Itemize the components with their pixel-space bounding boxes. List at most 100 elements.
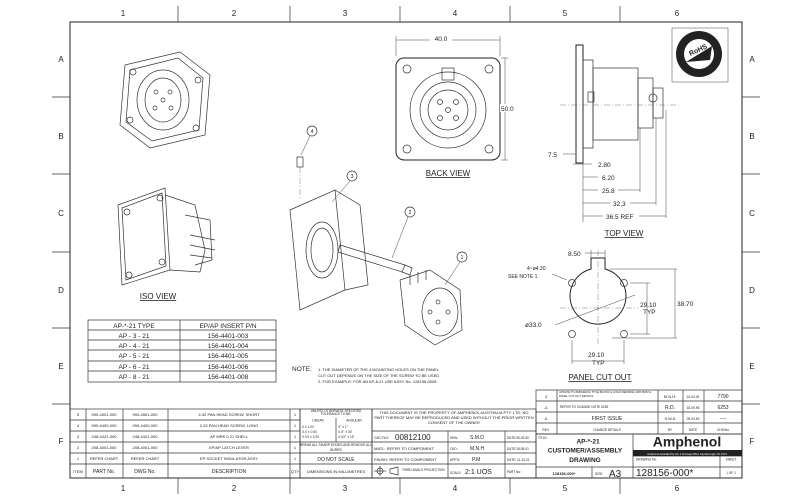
- svg-text:AP MRK II 21 SHELL: AP MRK II 21 SHELL: [210, 434, 249, 439]
- svg-text:SCALE:: SCALE:: [450, 471, 461, 475]
- ownership-notice: THIS DOCUMENT IS THE PROPERTY OF AMPHENO…: [374, 410, 534, 425]
- tolerance-title: UNLESS OTHERWISE SPECIFIED TOLERANCE TO …: [310, 409, 362, 417]
- svg-text:EP/AP INSERT P/N: EP/AP INSERT P/N: [199, 323, 256, 330]
- svg-text:32.3: 32.3: [613, 201, 626, 208]
- svg-text:ø33.0: ø33.0: [525, 322, 542, 329]
- tolerance-block: UNLESS OTHERWISE SPECIFIED TOLERANCE TO …: [299, 408, 373, 479]
- svg-text:990-4400-000: 990-4400-000: [92, 423, 118, 428]
- svg-text:EP/AP LATCH LEVER: EP/AP LATCH LEVER: [209, 445, 249, 450]
- svg-text:36.5 REF: 36.5 REF: [606, 214, 633, 221]
- svg-text:X.XX° ± 15': X.XX° ± 15': [338, 435, 355, 439]
- svg-text:SEE NOTE 1: SEE NOTE 1: [508, 274, 538, 280]
- svg-text:DATE:05-03-90: DATE:05-03-90: [507, 436, 529, 440]
- svg-text:2: 2: [232, 484, 237, 493]
- svg-text:248-4421-000: 248-4421-000: [133, 434, 159, 439]
- svg-text:DRAWING: DRAWING: [569, 457, 600, 464]
- svg-text:156-4401-003: 156-4401-003: [208, 333, 249, 340]
- svg-text:TYP: TYP: [643, 309, 656, 316]
- revision-table: 3 UPDATE TO AMPHENOL TITLE BLOCK & LOGO …: [535, 389, 743, 435]
- svg-text:D: D: [749, 286, 755, 295]
- svg-text:2. FOR EXAMPLE: FOR AN AP-8-21: 2. FOR EXAMPLE: FOR AN AP-8-21 USE ASSY …: [318, 379, 437, 384]
- svg-text:REFER TO CHANGE NOTE 6253: REFER TO CHANGE NOTE 6253: [560, 405, 608, 409]
- svg-text:E: E: [749, 362, 754, 371]
- svg-text:REV.: REV.: [542, 428, 549, 432]
- svg-text:208-4001-000: 208-4001-000: [133, 445, 159, 450]
- svg-text:SHEET: SHEET: [726, 458, 737, 462]
- svg-text:S.M.D: S.M.D: [664, 416, 675, 421]
- iso-view-label: ISO VIEW: [140, 292, 177, 301]
- svg-text:7790: 7790: [717, 394, 728, 400]
- svg-text:TYP: TYP: [592, 360, 605, 367]
- svg-text:CUSTOMER/ASSEMBLY: CUSTOMER/ASSEMBLY: [548, 448, 623, 455]
- svg-text:2: 2: [77, 445, 80, 450]
- svg-text:5: 5: [563, 9, 568, 18]
- svg-text:X.X° ± 30': X.X° ± 30': [338, 430, 352, 434]
- svg-text:3: 3: [77, 434, 80, 439]
- svg-text:1: 1: [461, 255, 464, 261]
- svg-text:1: 1: [294, 423, 297, 428]
- svg-text:3: 3: [343, 9, 348, 18]
- svg-text:X° ± 1°: X° ± 1°: [338, 425, 349, 429]
- svg-text:5: 5: [77, 412, 80, 417]
- svg-text:DATE: 11-10-01: DATE: 11-10-01: [507, 458, 530, 462]
- svg-text:990-4501-000: 990-4501-000: [92, 412, 118, 417]
- svg-text:X.X ± 0.50: X.X ± 0.50: [302, 430, 317, 434]
- svg-text:FINISH: REFER TO COMPONENT: FINISH: REFER TO COMPONENT: [374, 457, 437, 462]
- svg-text:F: F: [59, 437, 64, 446]
- svg-text:1: 1: [121, 9, 126, 18]
- svg-text:NOTE:: NOTE:: [292, 366, 312, 373]
- svg-text:PART No.: PART No.: [93, 469, 115, 475]
- svg-text:B: B: [58, 132, 63, 141]
- svg-text:APP'D:: APP'D:: [450, 458, 460, 462]
- svg-text:6: 6: [675, 484, 680, 493]
- svg-text:2: 2: [232, 9, 237, 18]
- svg-text:4: 4: [77, 423, 80, 428]
- svg-text:REFER CHART: REFER CHART: [90, 456, 119, 461]
- svg-text:C: C: [58, 209, 64, 218]
- svg-text:2-32 PAN HEAD SCREW, LONG: 2-32 PAN HEAD SCREW, LONG: [200, 423, 259, 428]
- svg-text:1: 1: [294, 412, 297, 417]
- svg-text:990-4400-000: 990-4400-000: [133, 423, 159, 428]
- svg-text:208-4001-000: 208-4001-000: [92, 445, 118, 450]
- svg-text:E: E: [58, 362, 63, 371]
- svg-text:00812100: 00812100: [395, 433, 431, 442]
- zone-dividers: [52, 6, 760, 494]
- svg-text:AP - 5 - 21: AP - 5 - 21: [119, 353, 150, 360]
- svg-text:CUT OUT DEPENDS ON THE SIZE OF: CUT OUT DEPENDS ON THE SIZE OF THE SCREW…: [318, 373, 439, 378]
- svg-text:6253: 6253: [717, 405, 728, 411]
- exploded-assembly: [289, 156, 463, 346]
- svg-text:DRN:: DRN:: [450, 436, 458, 440]
- svg-text:----: ----: [720, 416, 727, 422]
- iso-view-connector-bottom: [117, 187, 216, 286]
- svg-text:6.20: 6.20: [602, 175, 615, 182]
- svg-text:8.50: 8.50: [568, 251, 581, 258]
- svg-text:AP - 4 - 21: AP - 4 - 21: [119, 343, 150, 350]
- title-block: TITLE: AP-*-21 CUSTOMER/ASSEMBLY DRAWING…: [535, 434, 743, 480]
- svg-text:CAD FILE:: CAD FILE:: [374, 436, 389, 440]
- svg-text:EP SOCKET INSULATOR ASSY: EP SOCKET INSULATOR ASSY: [200, 456, 258, 461]
- svg-text:M.N.H: M.N.H: [470, 446, 485, 452]
- svg-text:B: B: [749, 132, 754, 141]
- svg-text:1. THE DIAMETER OF THE 4 MOUNT: 1. THE DIAMETER OF THE 4 MOUNTING HOLES …: [318, 367, 440, 372]
- svg-text:156-4401-004: 156-4401-004: [208, 343, 249, 350]
- svg-text:A: A: [749, 55, 755, 64]
- svg-text:ITEM: ITEM: [73, 469, 83, 474]
- svg-text:1: 1: [77, 456, 80, 461]
- svg-text:6: 6: [675, 9, 680, 18]
- svg-text:7.5: 7.5: [548, 152, 557, 159]
- svg-text:05-03-90: 05-03-90: [687, 417, 700, 421]
- svg-text:156-4401-006: 156-4401-006: [208, 364, 249, 371]
- svg-text:A: A: [58, 55, 64, 64]
- info-block: THIS DOCUMENT IS THE PROPERTY OF AMPHENO…: [371, 408, 537, 479]
- svg-text:4: 4: [311, 129, 314, 135]
- svg-text:-0-: -0-: [544, 416, 550, 421]
- svg-text:AP - 3 - 21: AP - 3 - 21: [119, 333, 150, 340]
- svg-text:4: 4: [453, 484, 458, 493]
- panel-cut-out: 8.50 4~ø4.30 SEE NOTE 1 29.10 TYP 38.70 …: [508, 250, 694, 367]
- svg-text:X ± 1.00: X ± 1.00: [302, 425, 314, 429]
- svg-text:2:1 UOS: 2:1 UOS: [465, 469, 492, 476]
- svg-text:128156-000*: 128156-000*: [636, 468, 693, 479]
